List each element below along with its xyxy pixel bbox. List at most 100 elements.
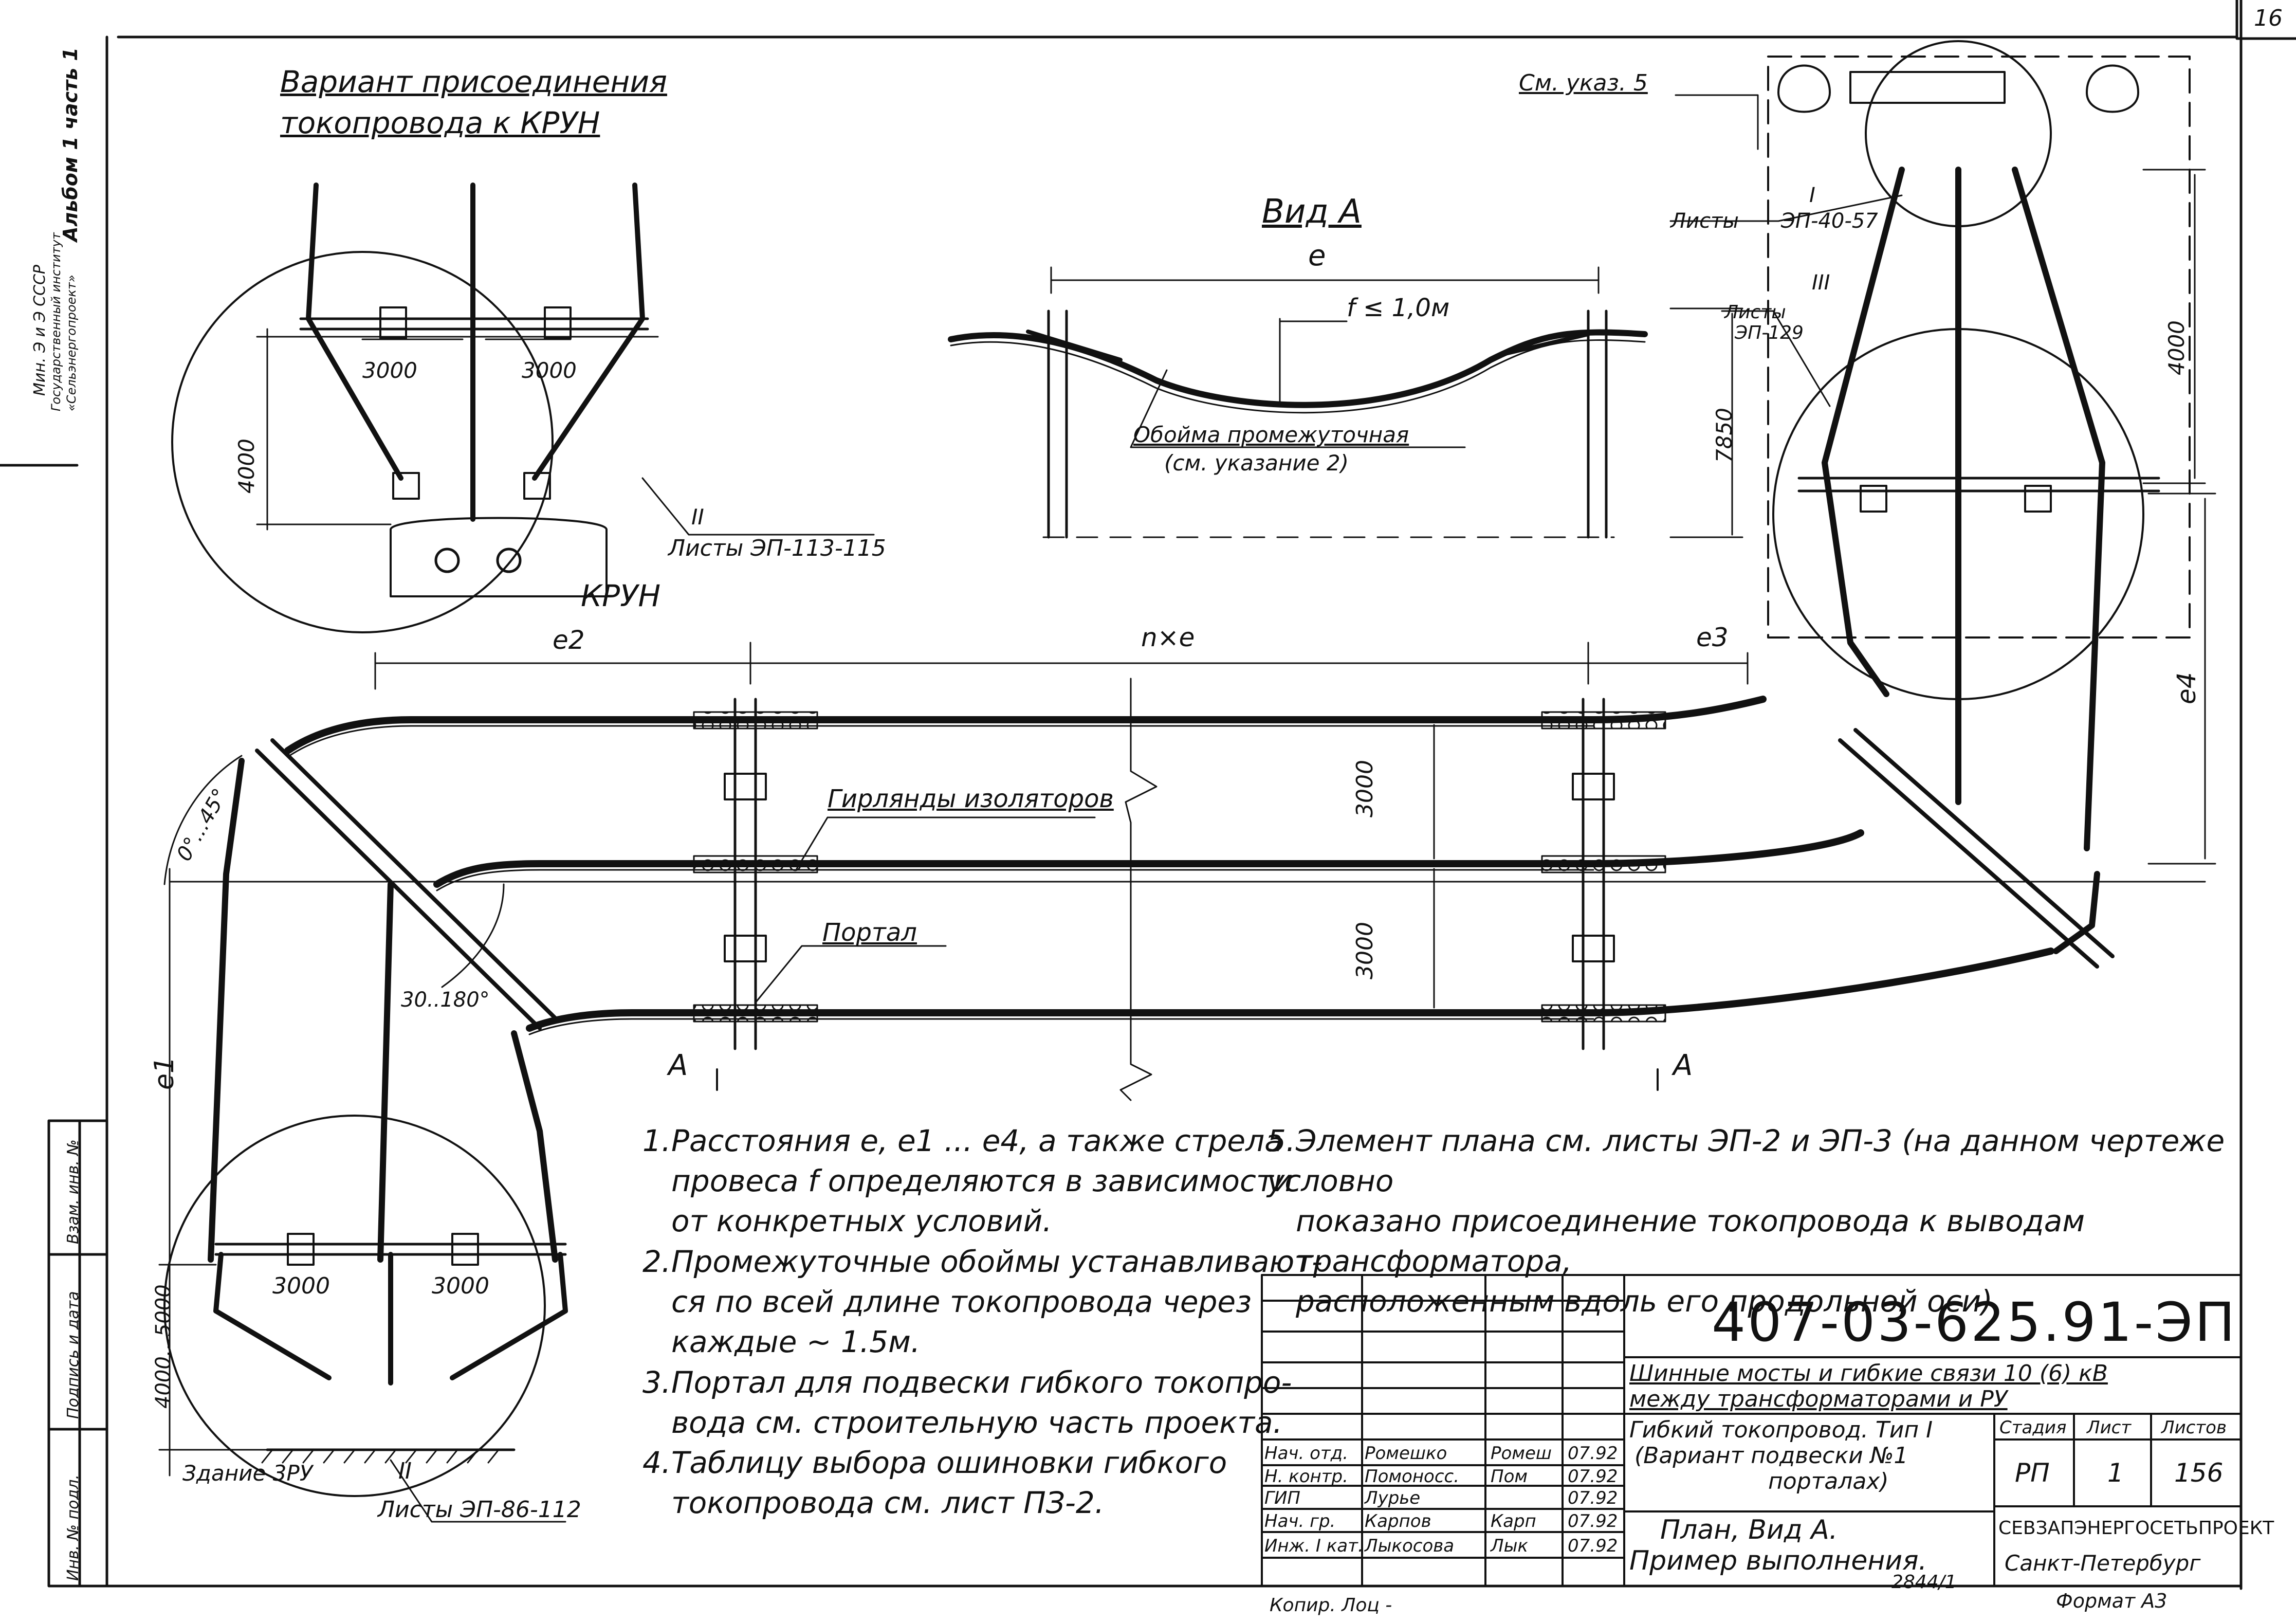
plan-dim-3000-top: 3000 bbox=[1352, 760, 1378, 817]
sig-role-4: Нач. гр. bbox=[1264, 1511, 1336, 1532]
transformer-strand-left bbox=[1822, 167, 1905, 697]
plan-dim-bottom-right: 3000 bbox=[432, 1273, 489, 1299]
plan-section-a-right: А bbox=[1673, 1049, 1693, 1082]
plan-portal-label: Портал bbox=[822, 918, 917, 947]
drawing-title-1: План, Вид А. bbox=[1660, 1515, 1838, 1545]
sig-role-1: Нач. отд. bbox=[1264, 1443, 1349, 1464]
sig-date-5: 07.92 bbox=[1568, 1536, 1618, 1556]
crun-label: КРУН bbox=[581, 578, 661, 613]
left-stamp-sign: Подпись и дата bbox=[64, 1291, 82, 1419]
plan-dim-3000-bottom: 3000 bbox=[1352, 922, 1378, 979]
note-3-num: 3. bbox=[642, 1365, 671, 1400]
plan-dim-c2: е2 bbox=[553, 625, 585, 655]
crun-title-1: Вариант присоединения bbox=[280, 64, 667, 99]
sig-name-2: Помоносс. bbox=[1365, 1466, 1460, 1487]
footer-format: Формат А3 bbox=[2056, 1590, 2168, 1612]
crun-ref-sheets: Листы ЭП-113-115 bbox=[668, 535, 886, 561]
left-stamp-org-1: Мин. Э и Э СССР bbox=[31, 265, 49, 396]
note-3-line-2: вода см. строительную часть проекта. bbox=[671, 1405, 1282, 1440]
org-city: Санкт-Петербург bbox=[2005, 1551, 2201, 1576]
sig-sign-1: Ромеш bbox=[1491, 1443, 1552, 1464]
transformer-dim-c4: е4 bbox=[2172, 672, 2201, 704]
plan-break-lines bbox=[1119, 678, 1158, 1101]
note-5-line-2: показано присоединение токопровода к выв… bbox=[1296, 1204, 2085, 1279]
footer-number: 2844/1 bbox=[1891, 1572, 1957, 1593]
plan-dim-4000-5000: 4000...5000 bbox=[152, 1284, 175, 1409]
sig-name-4: Карпов bbox=[1365, 1511, 1431, 1532]
crun-dim-left: 3000 bbox=[362, 358, 417, 383]
sig-date-2: 07.92 bbox=[1568, 1466, 1618, 1487]
drawing-title-2: Пример выполнения. bbox=[1629, 1545, 1927, 1576]
sig-role-5: Инж. I кат. bbox=[1264, 1536, 1364, 1556]
view-a-height-dim bbox=[1669, 307, 1743, 538]
note-5: 5.Элемент плана см. листы ЭП-2 и ЭП-3 (н… bbox=[1267, 1121, 2296, 1321]
note-3-line-1: Портал для подвески гибкого токопро- bbox=[671, 1365, 1292, 1400]
note-5-num: 5. bbox=[1267, 1123, 1296, 1158]
note-1-line-1: Расстояния е, е1 ... е4, а также стрела bbox=[671, 1123, 1283, 1158]
transformer-outline bbox=[1767, 56, 2191, 639]
note-2-line-3: каждые ~ 1.5м. bbox=[671, 1324, 921, 1359]
plan-bus-bottom bbox=[526, 947, 2054, 1032]
note-1-line-3: от конкретных условий. bbox=[671, 1204, 1052, 1238]
sheet-title-2: (Вариант подвески №1 bbox=[1634, 1443, 1908, 1469]
plan-garland-label: Гирлянды изоляторов bbox=[828, 785, 1114, 813]
stage-value: РП bbox=[2015, 1458, 2050, 1488]
plan-dim-c3: е3 bbox=[1696, 623, 1729, 652]
plan-diagonal-left bbox=[255, 738, 557, 1030]
sig-date-3: 07.92 bbox=[1568, 1488, 1618, 1508]
view-a-sag-dim bbox=[1279, 318, 1348, 407]
transformer-ref-sheets-1-label: Листы bbox=[1670, 209, 1739, 233]
plan-portal-right bbox=[1582, 698, 1605, 1050]
transformer-see-ref: См. указ. 5 bbox=[1519, 70, 1648, 96]
head-sheet: Лист bbox=[2087, 1417, 2132, 1438]
sig-role-2: Н. контр. bbox=[1264, 1466, 1348, 1487]
view-a-height: 7850 bbox=[1712, 408, 1737, 463]
sheet-value: 1 bbox=[2107, 1458, 2124, 1488]
plan-dim-c1: е1 bbox=[149, 1056, 180, 1090]
left-stamp-inv: Инв. № подл. bbox=[64, 1474, 82, 1581]
crun-crossbar bbox=[299, 317, 649, 331]
footer-copied: Копир. Лоц - bbox=[1270, 1595, 1392, 1616]
sig-name-1: Ромешко bbox=[1365, 1443, 1447, 1464]
transformer-ref-sheets-3-label: Листы bbox=[1724, 302, 1786, 323]
transformer-ref-sheets-1: ЭП-40-57 bbox=[1781, 209, 1878, 233]
transformer-ref-mark-3: III bbox=[1812, 271, 1830, 295]
left-stamp-org-3: «Сельэнергопроект» bbox=[64, 275, 79, 411]
note-4: 4.Таблицу выбора ошиновки гибкого токопр… bbox=[642, 1443, 1227, 1523]
project-line-2: между трансформаторами и РУ bbox=[1629, 1386, 2008, 1412]
note-3: 3.Портал для подвески гибкого токопро- в… bbox=[642, 1362, 1292, 1443]
crun-strand-left bbox=[306, 183, 403, 481]
view-a-span: е bbox=[1308, 239, 1326, 272]
head-stage: Стадия bbox=[1999, 1417, 2067, 1438]
plan-building-label: Здание 3РУ bbox=[182, 1461, 313, 1486]
doc-code: 407-03-625.91-ЭП bbox=[1712, 1291, 2237, 1354]
plan-angle-label2: 30..180° bbox=[401, 988, 490, 1012]
note-2-line-1: Промежуточные обоймы устанавливают- bbox=[671, 1244, 1323, 1279]
building-circle bbox=[163, 1115, 546, 1497]
sig-date-4: 07.92 bbox=[1568, 1511, 1618, 1532]
note-5-line-3: расположенным вдоль его продольной оси) bbox=[1296, 1284, 1993, 1319]
plan-section-a-left: А bbox=[668, 1049, 688, 1082]
org-name: СЕВЗАПЭНЕРГОСЕТЬПРОЕКТ bbox=[1998, 1518, 2274, 1539]
sig-sign-5: Лык bbox=[1491, 1536, 1528, 1556]
plan-diagonal-right bbox=[1838, 728, 2115, 969]
note-2-line-2: ся по всей длине токопровода через bbox=[671, 1284, 1252, 1319]
sheet-title-1: Гибкий токопровод. Тип I bbox=[1629, 1417, 1933, 1443]
sig-role-3: ГИП bbox=[1264, 1488, 1300, 1508]
transformer-ref-sheets-3: ЭП-129 bbox=[1735, 322, 1804, 343]
sheet-num-box bbox=[2235, 0, 2296, 40]
plan-ref-sheets-2: Листы ЭП-86-112 bbox=[378, 1497, 581, 1523]
head-sheets: Листов bbox=[2161, 1417, 2227, 1438]
transformer-dim-height: 4000 bbox=[2164, 320, 2189, 375]
view-a-sag: f ≤ 1,0м bbox=[1347, 294, 1450, 322]
note-4-num: 4. bbox=[642, 1445, 671, 1480]
sheet-title-3: порталах) bbox=[1768, 1468, 1889, 1495]
view-a-title: Вид А bbox=[1262, 193, 1362, 231]
plan-top-dim bbox=[374, 642, 1749, 690]
sig-date-1: 07.92 bbox=[1568, 1443, 1618, 1464]
note-2-num: 2. bbox=[642, 1244, 671, 1279]
view-a-clamp-1: Обойма промежуточная bbox=[1133, 422, 1409, 447]
left-stamp-replace: Взам. инв. № bbox=[64, 1139, 82, 1244]
left-stamp-org-2: Государственный институт bbox=[49, 232, 63, 411]
